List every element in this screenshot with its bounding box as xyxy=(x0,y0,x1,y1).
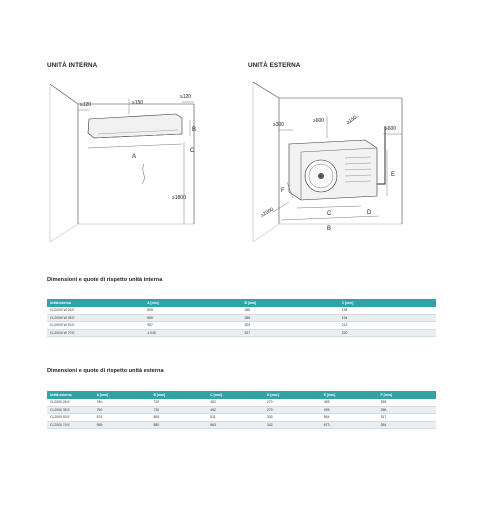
table-cell: 511 xyxy=(207,413,265,422)
table-cell: 805 xyxy=(150,413,208,422)
table-row: CL2000i W 26 E 805 285 194 xyxy=(47,306,436,315)
table-cell: CL2000i W 26 E xyxy=(47,306,145,315)
outdoor-label-c: C xyxy=(327,211,332,217)
outdoor-label-f: F xyxy=(281,188,285,194)
table-cell: 270 xyxy=(264,398,321,407)
table-row: CL2000 53 E 874 805 511 330 554 317 xyxy=(47,413,436,422)
column-header: D [mm] xyxy=(264,391,321,399)
table-cell: 780 xyxy=(93,398,151,407)
indoor-label-top-clearance: ≥150 xyxy=(132,100,143,106)
indoor-label-floor-clearance: ≥1800 xyxy=(172,195,186,201)
table-cell: 452 xyxy=(207,406,265,414)
table-cell: 750 xyxy=(93,406,151,414)
table-cell: 194 xyxy=(338,314,436,322)
indoor-dimensions-table: Unità interna A [mm] B [mm] C [mm] CL200… xyxy=(47,299,436,337)
table-cell: CL2000i W 35 E xyxy=(47,314,145,322)
column-header: F [mm] xyxy=(377,391,436,399)
column-header: A [mm] xyxy=(93,391,151,399)
table-cell: 663 xyxy=(207,421,265,429)
outdoor-label-b: B xyxy=(327,226,331,232)
table-cell: 317 xyxy=(377,413,436,422)
table-cell: CL2000 35 E xyxy=(47,406,94,414)
outdoor-dimensions-table: Unità esterna A [mm] B [mm] C [mm] D [mm… xyxy=(47,391,436,429)
table-cell: 495 xyxy=(320,406,378,414)
outdoor-label-right-clearance: ≥600 xyxy=(385,126,396,132)
table-row: CL2000 70 E 955 880 663 342 673 354 xyxy=(47,421,436,429)
table-cell: 485 xyxy=(320,398,378,407)
column-header: Unità interna xyxy=(47,299,145,307)
table-row: CL2000i W 53 E 957 303 213 xyxy=(47,321,436,330)
table-cell: CL2000i W 70 E xyxy=(47,329,145,337)
table-cell: CL2000 26 E xyxy=(47,398,94,407)
table-cell: 720 xyxy=(150,398,208,407)
indoor-unit-drawing: ≥120 ≥150 ≥120 A B C ≥1800 xyxy=(44,74,242,244)
indoor-label-c: C xyxy=(190,148,195,154)
table-cell: 955 xyxy=(93,421,151,429)
table-cell: 452 xyxy=(207,398,265,407)
table-header-row: Unità esterna A [mm] B [mm] C [mm] D [mm… xyxy=(47,391,436,399)
table-cell: 554 xyxy=(320,413,378,422)
table-cell: 880 xyxy=(150,421,208,429)
table-cell: 259 xyxy=(377,398,436,407)
table-cell: 805 xyxy=(144,314,242,322)
outdoor-label-d: D xyxy=(367,210,372,216)
table-cell: 255 xyxy=(377,406,436,414)
table-cell: 342 xyxy=(264,421,321,429)
table-cell: 330 xyxy=(264,413,321,422)
table-cell: 270 xyxy=(264,406,321,414)
outdoor-table-title: Dimensioni e quote di rispetto unità est… xyxy=(47,368,164,374)
column-header: A [mm] xyxy=(144,299,242,307)
table-cell: 327 xyxy=(241,329,339,337)
outdoor-label-e: E xyxy=(391,172,395,178)
table-cell: 354 xyxy=(377,421,436,429)
indoor-label-a: A xyxy=(132,154,136,160)
table-row: CL2000i W 35 E 805 285 194 xyxy=(47,314,436,322)
table-cell: 1.040 xyxy=(144,329,242,337)
indoor-table-title: Dimensioni e quote di rispetto unità int… xyxy=(47,277,163,283)
table-cell: CL2000 53 E xyxy=(47,413,94,422)
table-cell: CL2000 70 E xyxy=(47,421,94,429)
table-cell: 957 xyxy=(144,321,242,330)
table-cell: 874 xyxy=(93,413,151,422)
column-header: C [mm] xyxy=(207,391,265,399)
column-header: Unità esterna xyxy=(47,391,94,399)
table-cell: 673 xyxy=(320,421,378,429)
table-header-row: Unità interna A [mm] B [mm] C [mm] xyxy=(47,299,436,307)
indoor-label-right-clearance: ≥120 xyxy=(180,94,191,100)
table-cell: 720 xyxy=(150,406,208,414)
table-cell: 303 xyxy=(241,321,339,330)
table-cell: 805 xyxy=(144,306,242,315)
outdoor-unit-title: UNITÀ ESTERNA xyxy=(248,62,301,69)
table-cell: 220 xyxy=(338,329,436,337)
outdoor-unit-drawing: ≥300 ≥600 ≥150 ≥600 ≥2000 C B D E F xyxy=(247,74,445,244)
indoor-label-left-clearance: ≥120 xyxy=(80,102,91,108)
outdoor-label-left-clearance: ≥300 xyxy=(273,122,284,128)
table-row: CL2000 35 E 750 720 452 270 495 255 xyxy=(47,406,436,414)
outdoor-label-top-clearance: ≥600 xyxy=(313,118,324,124)
table-row: CL2000 26 E 780 720 452 270 485 259 xyxy=(47,398,436,407)
column-header: B [mm] xyxy=(241,299,339,307)
outdoor-label-front-clearance: ≥2000 xyxy=(260,206,275,218)
column-header: E [mm] xyxy=(320,391,378,399)
table-cell: 213 xyxy=(338,321,436,330)
table-cell: 285 xyxy=(241,314,339,322)
column-header: B [mm] xyxy=(150,391,208,399)
outdoor-label-rear-clearance: ≥150 xyxy=(345,115,358,126)
table-cell: 285 xyxy=(241,306,339,315)
table-cell: CL2000i W 53 E xyxy=(47,321,145,330)
column-header: C [mm] xyxy=(338,299,436,307)
table-cell: 194 xyxy=(338,306,436,315)
table-row: CL2000i W 70 E 1.040 327 220 xyxy=(47,329,436,337)
indoor-unit-title: UNITÀ INTERNA xyxy=(47,62,98,69)
indoor-label-b: B xyxy=(192,127,196,133)
